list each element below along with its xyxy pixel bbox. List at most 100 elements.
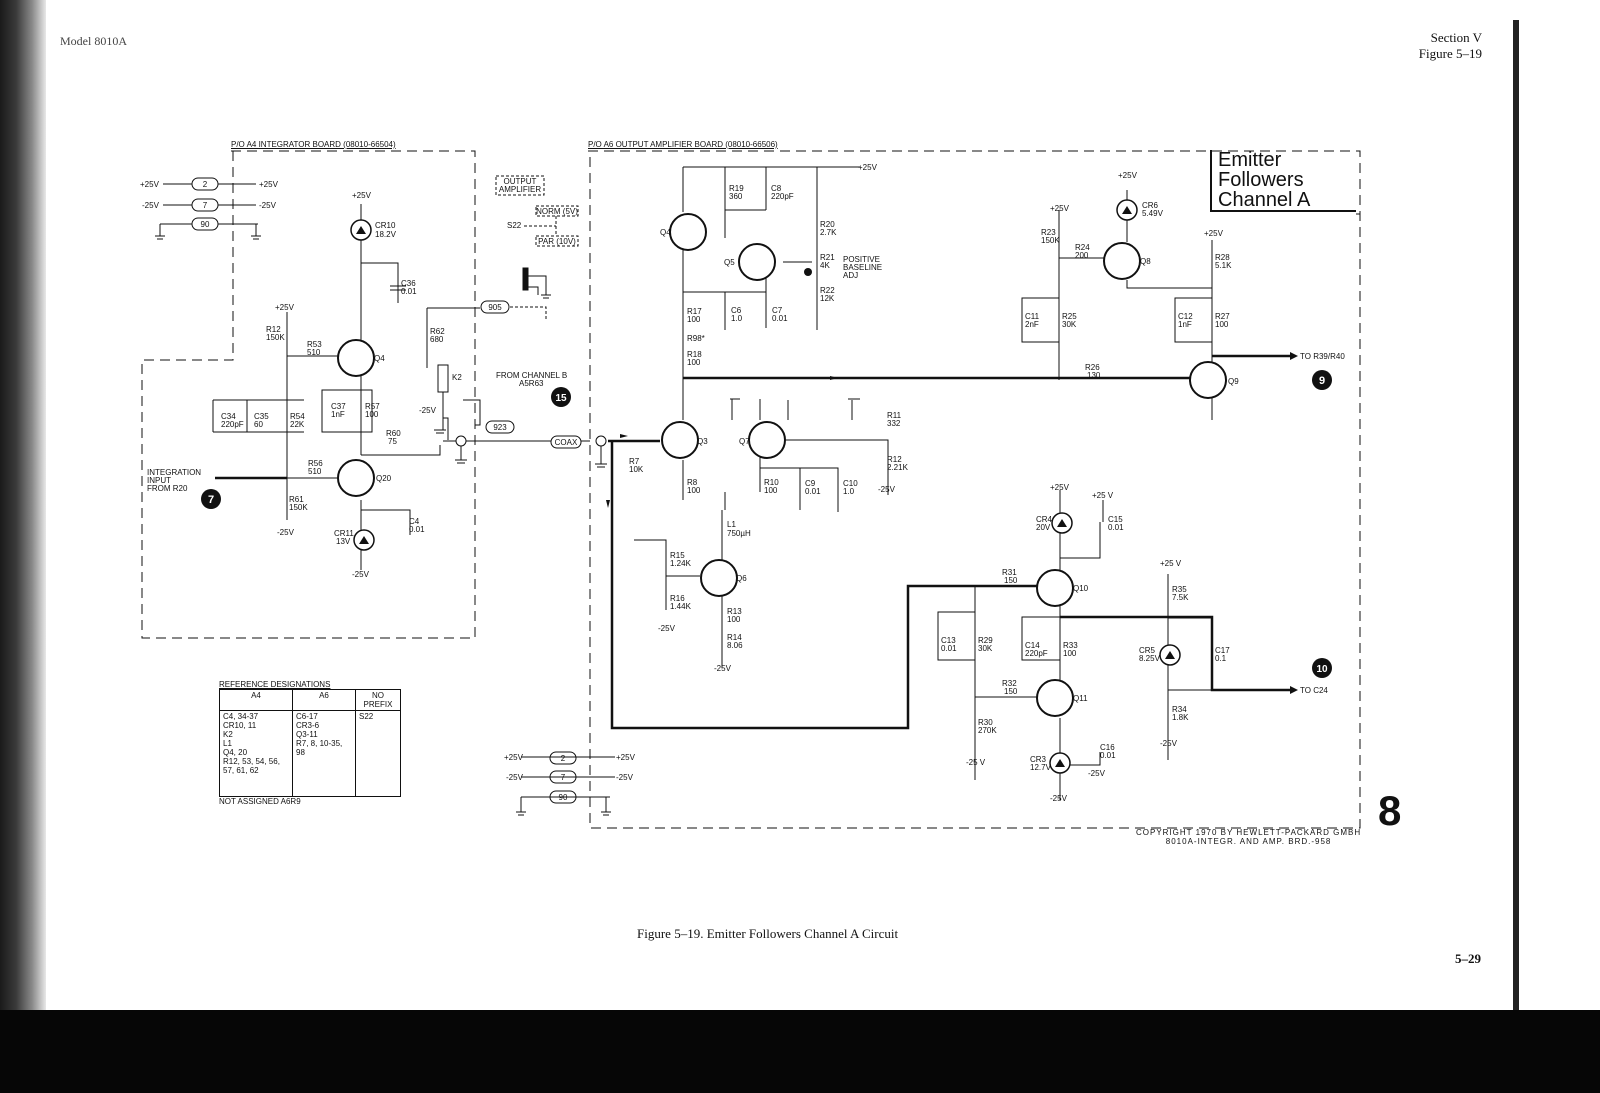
svg-text:9: 9 (1319, 375, 1325, 387)
copyright-line-2: 8010A-INTEGR. AND AMP. BRD.-958 (1165, 837, 1332, 846)
ref-noprefix-cell: S22 (355, 710, 401, 797)
label: +25V (616, 753, 636, 762)
label: R62 (430, 327, 445, 336)
label: R26 (1085, 363, 1100, 372)
label: C35 (254, 412, 269, 421)
label: 100 (365, 410, 379, 419)
label: R32 (1002, 679, 1017, 688)
label: INTEGRATION (147, 468, 201, 477)
ref-a6-item: Q3-11 (296, 730, 318, 739)
label: 0.01 (941, 644, 957, 653)
ref-col-a6: A6 (292, 689, 356, 711)
title-line-1: Emitter (1218, 149, 1282, 171)
label: R25 (1062, 312, 1077, 321)
label: 150K (289, 503, 308, 512)
label: 5.49V (1142, 209, 1164, 218)
label: R35 (1172, 585, 1187, 594)
label: +25V (352, 191, 372, 200)
label: 90 (201, 220, 210, 229)
ref-a6-item: C6-17 (296, 712, 318, 721)
label: INPUT (147, 476, 171, 485)
label: Q7 (739, 437, 750, 446)
label: 100 (687, 315, 701, 324)
title-line-3: Channel A (1218, 189, 1311, 211)
scan-bottom-edge (0, 1010, 1600, 1093)
label: R7 (629, 457, 640, 466)
section-label: Section V (1430, 30, 1482, 45)
figure-caption: Figure 5–19. Emitter Followers Channel A… (637, 926, 899, 941)
label: 7.5K (1172, 593, 1189, 602)
label: +25 V (1160, 559, 1182, 568)
label: 510 (307, 348, 321, 357)
label: CR11 (334, 529, 354, 538)
label: K2 (452, 373, 462, 382)
ref-a4-cell: C4, 34-37 CR10, 11 K2 L1 Q4, 20 R12, 53,… (219, 710, 293, 797)
label: CR5 (1139, 646, 1156, 655)
label: CR6 (1142, 201, 1159, 210)
label: R24 (1075, 243, 1090, 252)
label: -25V (1088, 769, 1106, 778)
board-a6-label: P/O A6 OUTPUT AMPLIFIER BOARD (08010-665… (588, 140, 778, 149)
label: -25 V (966, 758, 986, 767)
label: 0.01 (772, 314, 788, 323)
label: 10K (629, 465, 644, 474)
label: +25 V (1092, 491, 1114, 500)
label: R34 (1172, 705, 1187, 714)
label: 150K (266, 333, 285, 342)
label: 0.01 (1108, 523, 1124, 532)
label: 7 (203, 201, 208, 210)
title-line-2: Followers (1218, 169, 1304, 191)
label: 2.7K (820, 228, 837, 237)
figure-label: Figure 5–19 (1418, 46, 1482, 61)
label: R16 (670, 594, 685, 603)
reference-footer: NOT ASSIGNED A6R9 (219, 797, 301, 806)
label: 0.1 (1215, 654, 1227, 663)
page-number: 5–29 (1455, 951, 1481, 966)
label: R29 (978, 636, 993, 645)
label: R17 (687, 307, 702, 316)
copyright: COPYRIGHT 1970 BY HEWLETT-PACKARD GMBH 8… (1136, 828, 1361, 846)
label: 8.25V (1139, 654, 1161, 663)
label: -25V (1050, 794, 1068, 803)
label: R57 (365, 402, 380, 411)
label: C15 (1108, 515, 1123, 524)
label: R21 (820, 253, 835, 262)
label: ADJ (843, 271, 858, 280)
label: CR3 (1030, 755, 1047, 764)
label: 680 (430, 335, 444, 344)
label: 100 (1063, 649, 1077, 658)
ref-noprefix-item: S22 (359, 712, 374, 721)
label: +25V (140, 180, 160, 189)
label: 360 (729, 192, 743, 201)
label: R13 (727, 607, 742, 616)
label: 1.8K (1172, 713, 1189, 722)
label: C7 (772, 306, 783, 315)
label: FROM CHANNEL B (496, 371, 567, 380)
label: 1.24K (670, 559, 692, 568)
ref-a6-item: R7, 8, 10-35, 98 (296, 739, 343, 757)
label: POSITIVE (843, 255, 880, 264)
label: -25V (142, 201, 160, 210)
callout-9: 9 (1312, 370, 1332, 390)
label: BASELINE (843, 263, 882, 272)
label: 0.01 (1100, 751, 1116, 760)
label: 2.21K (887, 463, 909, 472)
label: R22 (820, 286, 835, 295)
label: R61 (289, 495, 304, 504)
label: Q20 (376, 474, 392, 483)
label: L1 (727, 520, 736, 529)
label: 220pF (221, 420, 244, 429)
label: Q3 (697, 437, 708, 446)
component-labels: +25V +25V -25V -25V 2 7 90 905 923 COAX … (140, 163, 1345, 803)
label: C4 (409, 517, 420, 526)
label: C36 (401, 279, 416, 288)
label: +25V (858, 163, 878, 172)
label: CR4 (1036, 515, 1053, 524)
label: 2 (561, 754, 566, 763)
label: 150 (1004, 687, 1018, 696)
label: C17 (1215, 646, 1230, 655)
label: Q9 (1228, 377, 1239, 386)
label: C10 (843, 479, 858, 488)
label: 150 (1004, 576, 1018, 585)
